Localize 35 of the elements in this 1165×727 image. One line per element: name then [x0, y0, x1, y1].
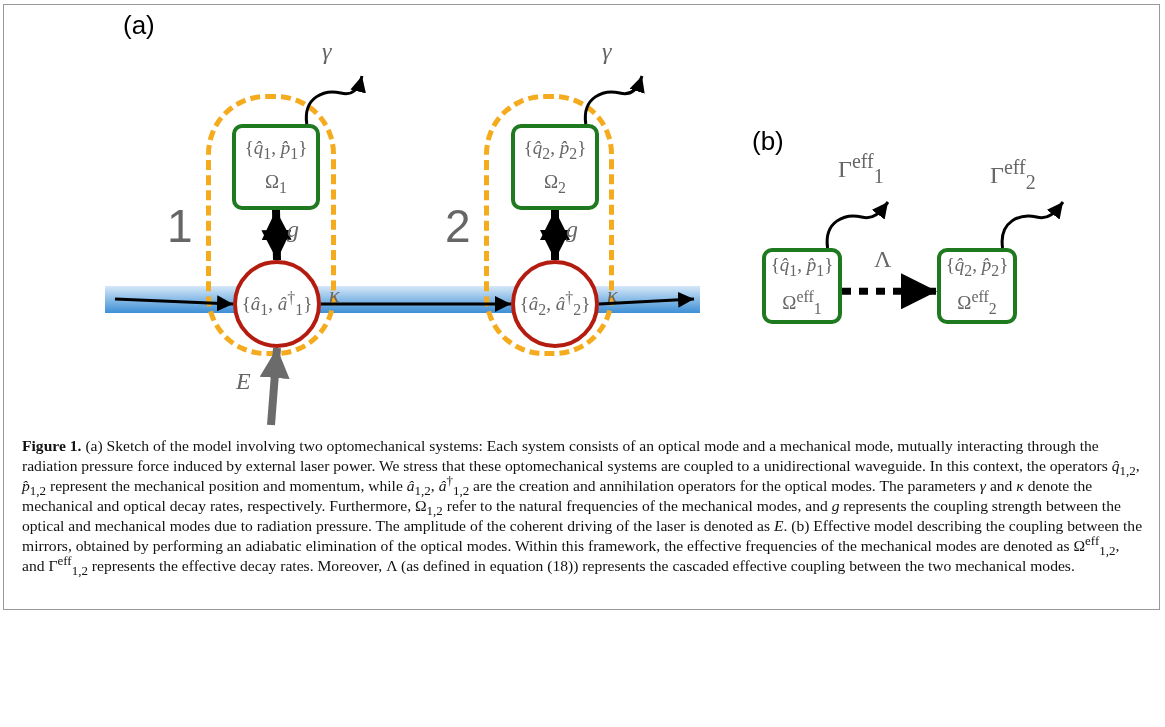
mechanical-mode-box: [937, 248, 1017, 324]
edge-label: g: [566, 216, 578, 243]
group-number: 2: [445, 199, 471, 253]
operator-set: {q̂$_{2}$, p̂$_{2}$}: [523, 137, 587, 163]
wavy-arrow: [583, 75, 645, 125]
wavy-arrow: [304, 75, 366, 125]
figure-caption: Figure 1. (a) Sketch of the model involving two optomechanical systems: Each system consists of an optical mode and a mechanical mode, mutually interacting through the radiation pressure force induced by external laser power. We stress that these optomechanical systems are coupled to a unidirectional waveguide. In this context, the operators q̂$_{1,2}$, p̂$_{1,2}$ represent the mechanical position and momentum, while â$_{1,2}$, â$^{†}$$_{1,2}$ are the creation and annihilation operators for the optical modes. The parameters γ and κ denote the mechanical and optical decay rates, respectively. Furthermore, Ω$_{1,2}$ refer to the natural frequencies of the mechanical modes, and g represents the coupling strength between the optical and mechanical modes due to radiation pressure. The amplitude of the coherent driving of the laser is denoted as E. (b) Effective model describing the coupling between the mirrors, obtained by performing an adiabatic elimination of the optical modes. Within this framework, the effective frequencies of the mechanical modes are denoted as Ω$^{eff}$$_{1,2}$, and Γ$^{eff}$$_{1,2}$ represents the effective decay rates. Moreover, Λ (as defined in equation (18)) represents the cascaded effective coupling between the two mechanical modes.: [22, 436, 1144, 576]
panel-label: (a): [123, 10, 155, 41]
wavy-arrow: [1000, 201, 1065, 249]
double-arrow: [540, 210, 570, 260]
operator-set: {q̂$_{2}$, p̂$_{2}$}: [945, 254, 1009, 280]
dashed-arrow: [842, 273, 937, 310]
rate-label: κ: [329, 282, 340, 308]
frequency-label: Ω$_{1}$: [264, 171, 287, 197]
edge-label: Λ: [874, 246, 892, 273]
operator-set: {â$_{2}$, â$^{†}$$_{2}$}: [519, 288, 591, 320]
arrow: [598, 291, 695, 308]
panel-label: (b): [752, 126, 784, 157]
operator-set: {q̂$_{1}$, p̂$_{1}$}: [770, 254, 834, 280]
mechanical-mode-box: [762, 248, 842, 324]
arrow: [259, 347, 290, 426]
edge-label: γ: [322, 38, 332, 65]
arrow: [114, 295, 234, 312]
mechanical-mode-box: [511, 124, 599, 210]
edge-label: g: [287, 216, 299, 243]
edge-label: E: [236, 368, 251, 395]
wavy-arrow: [825, 201, 890, 249]
frequency-label: Ω$_{2}$: [543, 171, 566, 197]
group-number: 1: [167, 199, 193, 253]
mechanical-mode-box: [232, 124, 320, 210]
double-arrow: [261, 209, 292, 261]
operator-set: {q̂$_{1}$, p̂$_{1}$}: [244, 137, 308, 163]
operator-set: {â$_{1}$, â$^{†}$$_{1}$}: [241, 288, 313, 320]
edge-label: γ: [602, 38, 612, 65]
rate-label: κ: [607, 282, 618, 308]
